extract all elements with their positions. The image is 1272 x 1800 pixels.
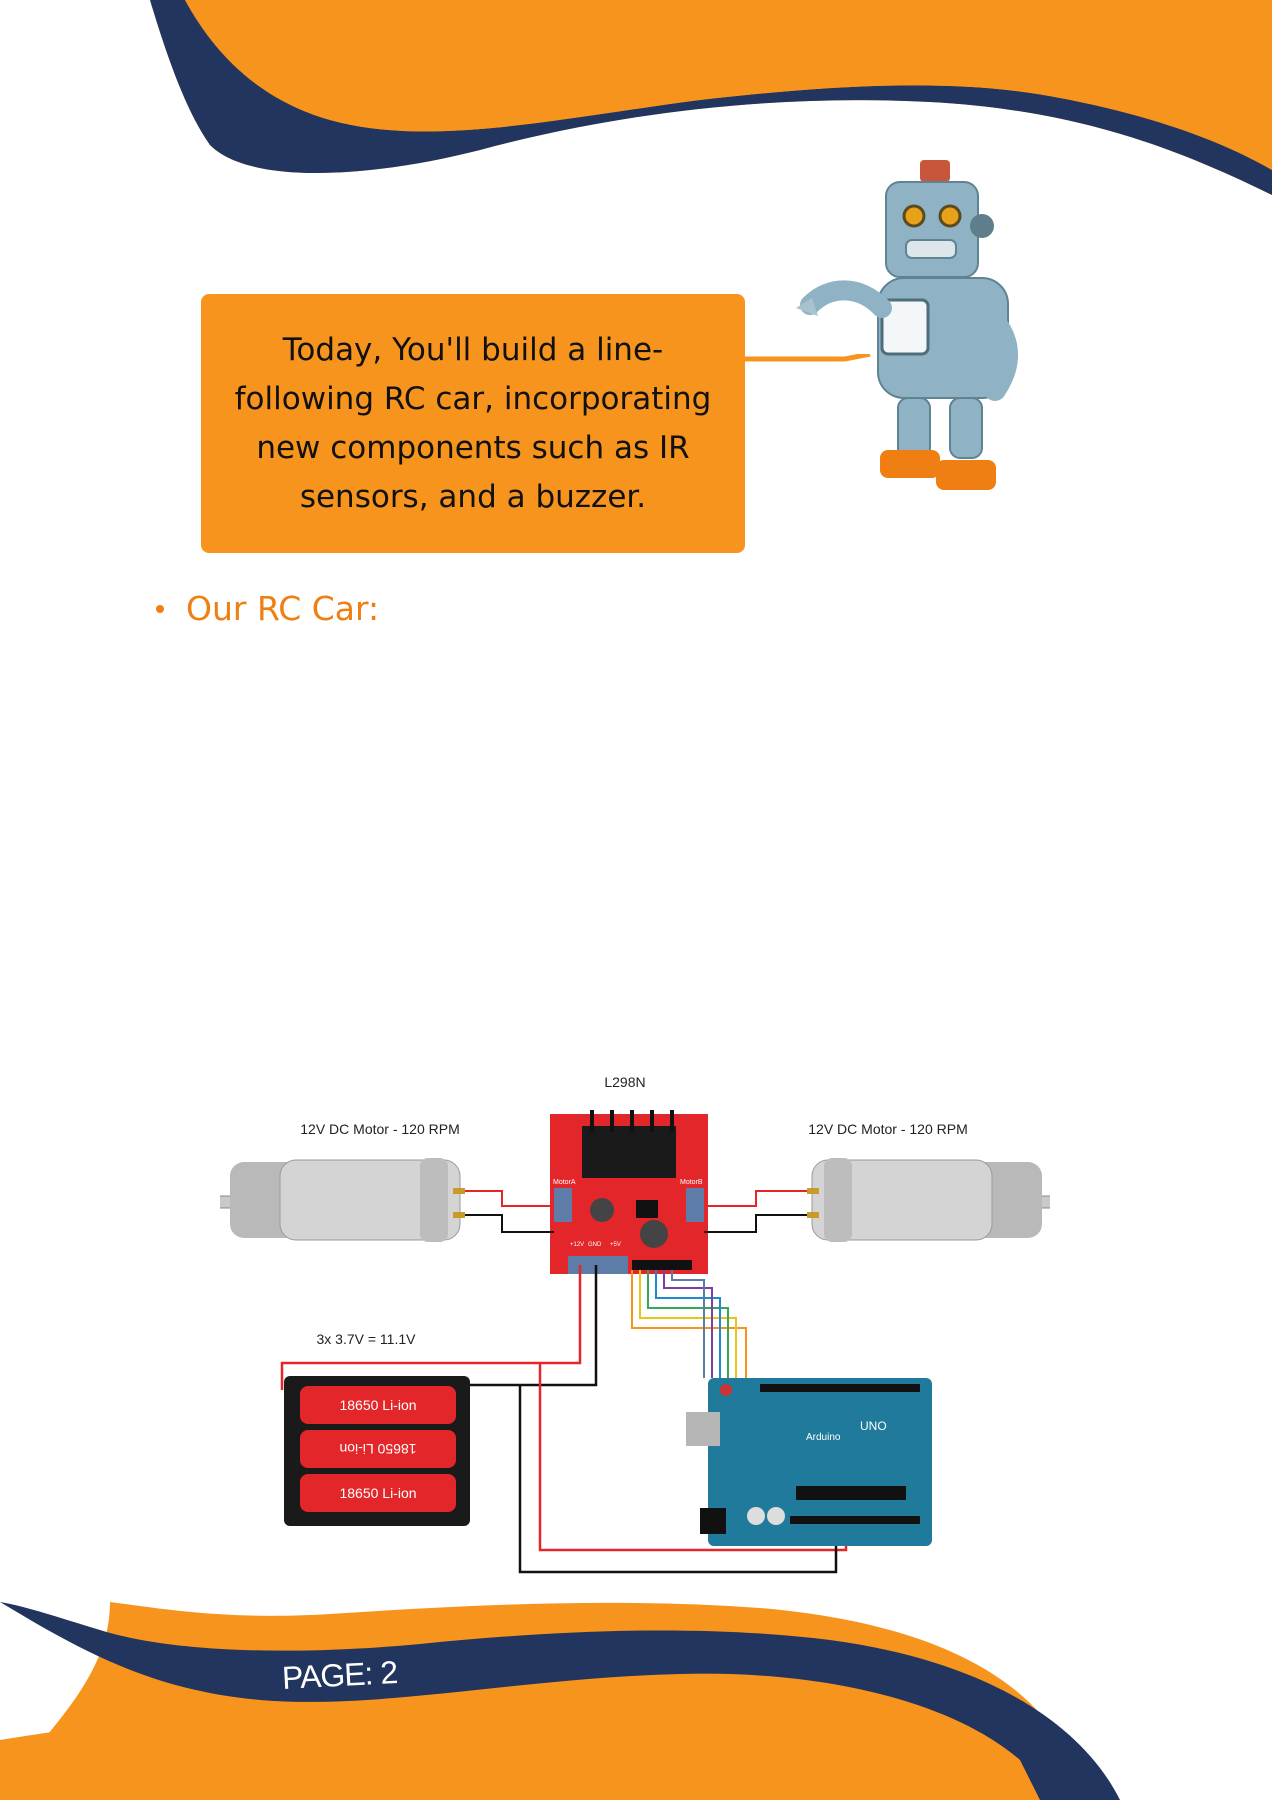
gnd-label: GND — [588, 1242, 602, 1248]
bullet-icon — [156, 604, 164, 613]
speech-line-2: following RC car, incorporating — [234, 380, 712, 417]
speech-line-3: new components such as IR — [256, 429, 690, 466]
cell-1-label: 18650 Li-ion — [339, 1397, 416, 1413]
wiring-diagram: L298N 12V DC Motor - 120 RPM 12V DC Moto… — [220, 1074, 1050, 1574]
speech-connector — [745, 354, 871, 362]
footer-wave — [0, 1602, 1120, 1800]
speech-text: Today, You'll build a line- following RC… — [235, 326, 712, 522]
robot-illustration — [796, 160, 1018, 490]
section-heading: Our RC Car: — [156, 589, 379, 628]
battery-label: 3x 3.7V = 11.1V — [317, 1331, 417, 1347]
header-wave — [150, 0, 1272, 195]
v12-label: +12V — [570, 1242, 584, 1248]
cell-2-label: 18650 Li-ion — [339, 1441, 416, 1457]
speech-bubble: Today, You'll build a line- following RC… — [201, 294, 745, 553]
dc-motor-left — [220, 1158, 465, 1242]
page-number: PAGE: 2 — [281, 1654, 398, 1696]
l298n-board: MotorA MotorB +12V GND +5V — [550, 1110, 708, 1274]
v5-label: +5V — [610, 1242, 621, 1248]
left-motor-label: 12V DC Motor - 120 RPM — [300, 1121, 460, 1137]
right-motor-label: 12V DC Motor - 120 RPM — [808, 1121, 968, 1137]
cell-3-label: 18650 Li-ion — [339, 1485, 416, 1501]
signal-wires — [631, 1270, 747, 1378]
arduino-brand: Arduino — [806, 1432, 841, 1443]
section-heading-text: Our RC Car: — [186, 589, 380, 628]
motora-label: MotorA — [553, 1179, 576, 1186]
motor-wires — [465, 1190, 807, 1233]
dc-motor-right — [807, 1158, 1050, 1242]
motorb-label: MotorB — [680, 1179, 703, 1186]
arduino-board: Arduino UNO — [686, 1378, 932, 1546]
arduino-model: UNO — [860, 1419, 887, 1433]
speech-line-4: sensors, and a buzzer. — [299, 478, 647, 515]
battery-pack: 18650 Li-ion 18650 Li-ion 18650 Li-ion — [284, 1376, 470, 1526]
diagram-title: L298N — [604, 1074, 645, 1090]
speech-line-1: Today, You'll build a line- — [282, 331, 664, 368]
